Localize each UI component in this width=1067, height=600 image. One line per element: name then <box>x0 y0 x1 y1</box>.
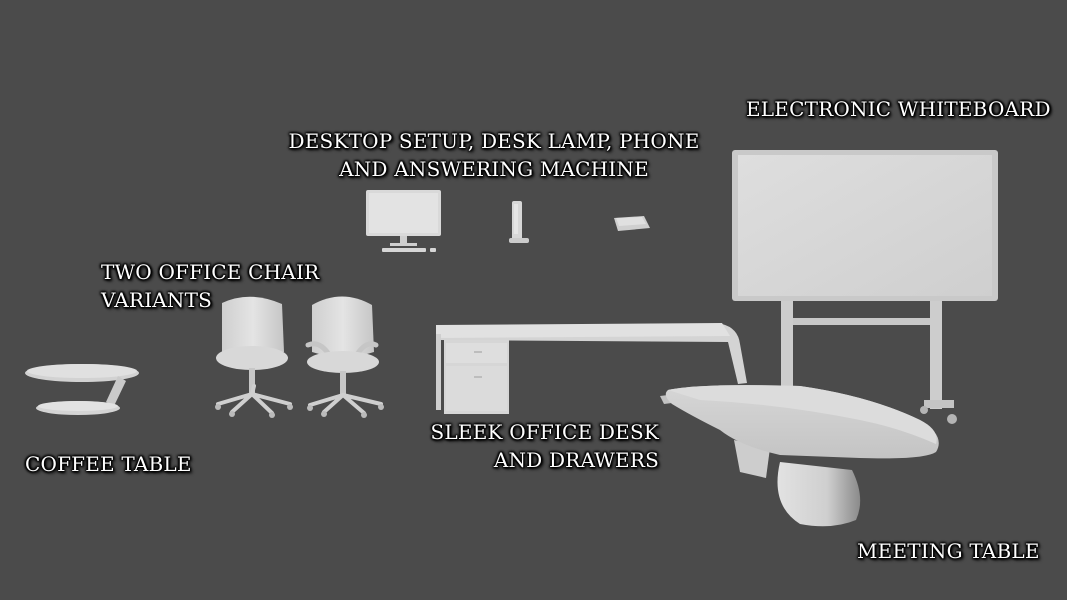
label-coffee-table: COFFEE TABLE <box>25 450 192 478</box>
office-chair-variant-1 <box>215 296 293 418</box>
label-office-desk-line-1: SLEEK OFFICE DESK <box>430 420 659 444</box>
phone-answering-machine-model <box>614 216 650 231</box>
label-electronic-whiteboard: ELECTRONIC WHITEBOARD <box>746 95 1051 123</box>
label-desktop-setup-line-2: AND ANSWERING MACHINE <box>339 157 649 181</box>
label-desktop-setup: DESKTOP SETUP, DESK LAMP, PHONE AND ANSW… <box>280 127 708 183</box>
desktop-computer-model <box>366 190 441 252</box>
electronic-whiteboard-model <box>732 150 998 424</box>
label-electronic-whiteboard-text: ELECTRONIC WHITEBOARD <box>746 97 1051 121</box>
label-office-desk-line-2: AND DRAWERS <box>493 448 659 472</box>
office-desk-model <box>436 323 747 414</box>
label-coffee-table-text: COFFEE TABLE <box>25 452 192 476</box>
label-office-desk: SLEEK OFFICE DESK AND DRAWERS <box>425 418 659 474</box>
desk-lamp-model <box>509 201 529 243</box>
office-chair-variant-2 <box>305 296 384 418</box>
meeting-table-model <box>660 385 939 527</box>
label-meeting-table-text: MEETING TABLE <box>857 539 1040 563</box>
coffee-table-model <box>25 364 139 415</box>
label-desktop-setup-line-1: DESKTOP SETUP, DESK LAMP, PHONE <box>288 129 700 153</box>
label-office-chairs: TWO OFFICE CHAIR VARIANTS <box>101 258 319 314</box>
label-meeting-table: MEETING TABLE <box>857 537 1040 565</box>
label-office-chairs-line-1: TWO OFFICE CHAIR <box>101 260 320 284</box>
label-office-chairs-line-2: VARIANTS <box>101 288 213 312</box>
